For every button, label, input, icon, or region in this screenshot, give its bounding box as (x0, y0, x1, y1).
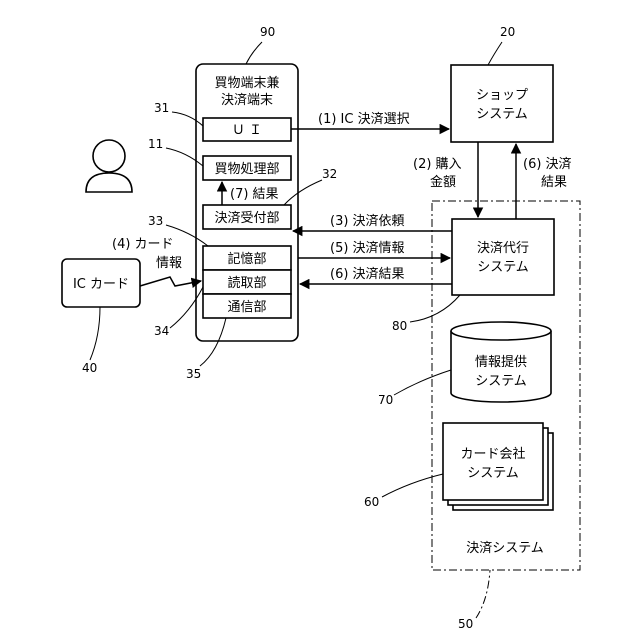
payment-agent-box (452, 219, 554, 295)
flow-2-line2: 金額 (430, 174, 456, 190)
flow-4-line1: (4) カード (112, 237, 174, 252)
card-company-line1: カード会社 (460, 446, 525, 462)
shop-system-box (451, 65, 553, 142)
leader-40 (90, 307, 100, 360)
flow-1-label: (1) IC 決済選択 (318, 111, 410, 127)
flow-2-line1: (2) 購入 (413, 157, 462, 172)
shopping-processing-label: 買物処理部 (214, 162, 279, 177)
ref-40: 40 (82, 361, 97, 375)
ui-label: Ｕ Ｉ (232, 123, 262, 138)
communication-label: 通信部 (227, 300, 266, 315)
leader-90 (246, 42, 262, 64)
ref-34: 34 (154, 324, 169, 338)
flow-4-line2: 情報 (156, 256, 182, 271)
flow-6b-line1: (6) 決済 (523, 156, 572, 172)
flow-7-label: (7) 結果 (230, 187, 279, 202)
flow-5-label: (5) 決済情報 (330, 240, 405, 256)
leader-70 (394, 370, 451, 395)
ref-35: 35 (186, 367, 201, 381)
ref-80: 80 (392, 319, 407, 333)
info-provider-line2: システム (475, 374, 527, 389)
payment-system-label: 決済システム (466, 540, 544, 556)
reader-label: 読取部 (227, 275, 266, 291)
leader-80 (410, 295, 460, 322)
terminal-title-line1: 買物端末兼 (214, 76, 279, 91)
payment-reception-label: 決済受付部 (214, 210, 279, 226)
user-icon (86, 140, 132, 192)
terminal-title-line2: 決済端末 (221, 92, 273, 108)
ref-20: 20 (500, 25, 515, 39)
ref-70: 70 (378, 393, 393, 407)
payment-agent-line2: システム (477, 260, 529, 275)
wireless-link (140, 277, 201, 286)
ref-33: 33 (148, 214, 163, 228)
ref-50: 50 (458, 617, 473, 631)
storage-label: 記憶部 (227, 251, 266, 267)
ref-31: 31 (154, 101, 169, 115)
leader-50 (476, 570, 490, 618)
card-company-line2: システム (467, 466, 519, 481)
flow-6b-line2: 結果 (541, 175, 567, 190)
ref-32: 32 (322, 167, 337, 181)
flow-3-label: (3) 決済依頼 (330, 213, 405, 229)
leader-60 (382, 474, 443, 497)
shop-system-line1: ショップ (476, 88, 528, 103)
leader-20 (488, 42, 502, 65)
flow-6-label: (6) 決済結果 (330, 266, 405, 282)
shop-system-line2: システム (476, 107, 528, 122)
info-provider-line1: 情報提供 (475, 354, 527, 370)
payment-agent-line1: 決済代行 (477, 240, 529, 256)
ref-90: 90 (260, 25, 275, 39)
ref-60: 60 (364, 495, 379, 509)
ref-11: 11 (148, 137, 163, 151)
ic-card-label: IC カード (73, 277, 129, 292)
